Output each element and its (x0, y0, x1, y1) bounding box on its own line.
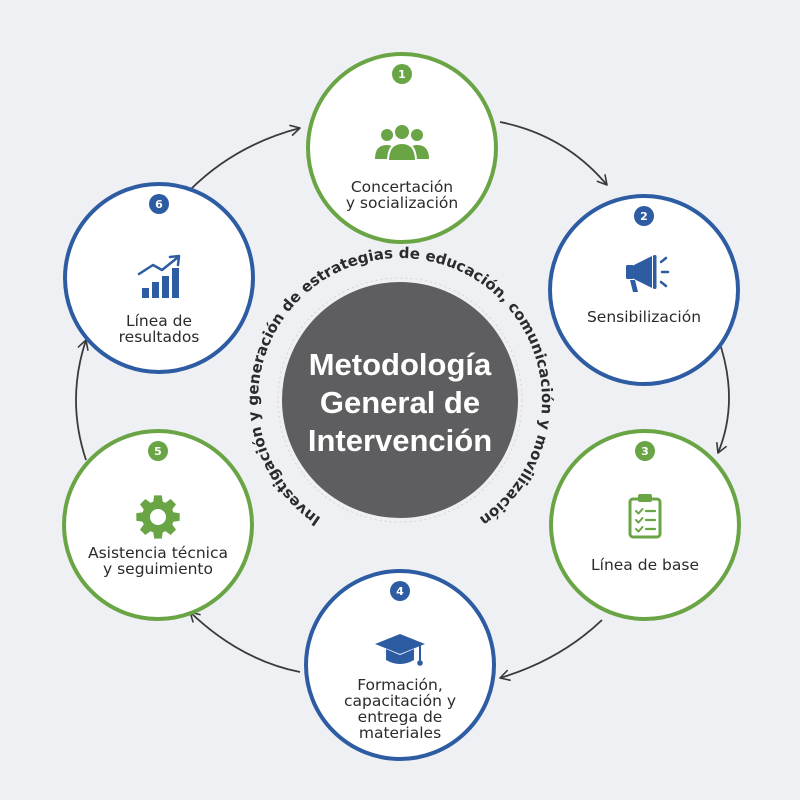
center-title-line-2: General de (320, 385, 480, 420)
growth-chart-icon (137, 254, 181, 298)
step-number-badge (634, 206, 654, 226)
step-label-line: Concertación (351, 178, 453, 196)
gear-icon (136, 495, 180, 539)
center-title-line-3: Intervención (308, 423, 492, 458)
step-label-line: Formación, (357, 676, 443, 694)
step-label-line: y seguimiento (103, 560, 213, 578)
step-number-badge (635, 441, 655, 461)
step-label-line: y socialización (346, 194, 458, 212)
arrow-2-to-3 (716, 337, 730, 454)
step-number-badge (392, 64, 412, 84)
arrow-6-to-1 (189, 124, 301, 191)
arrow-1-to-2 (499, 121, 608, 186)
step-number: 6 (155, 198, 163, 211)
people-group-icon (375, 123, 429, 162)
step-label-line: Asistencia técnica (88, 544, 228, 562)
step-circle (63, 182, 255, 374)
step-number-badge (390, 581, 410, 601)
arrow-5-to-6 (75, 339, 89, 461)
clipboard-checklist-icon (628, 494, 662, 539)
step-circle (548, 194, 740, 386)
step-number: 4 (396, 585, 404, 598)
arrow-4-to-5 (189, 611, 301, 673)
step-circle (549, 429, 741, 621)
center-hub: Metodología General de Intervención Inve… (244, 244, 556, 530)
step-label-line: capacitación y (344, 692, 456, 710)
graduation-cap-icon (375, 634, 425, 666)
step-label-line: entrega de (358, 708, 443, 726)
step-label-line: Línea de (126, 312, 192, 330)
step-label-line: resultados (119, 328, 200, 346)
step-number-badge (149, 194, 169, 214)
step-number: 3 (641, 445, 649, 458)
step-label-line: Línea de base (591, 556, 699, 574)
arrow-3-to-4 (499, 619, 603, 682)
step-circle (304, 569, 496, 761)
step-number: 2 (640, 210, 648, 223)
step-label-line: Sensibilización (587, 308, 701, 326)
step-number: 5 (154, 445, 162, 458)
step-label-line: materiales (359, 724, 441, 742)
center-circle (282, 282, 518, 518)
megaphone-icon (626, 255, 670, 292)
step-number-badge (148, 441, 168, 461)
center-dotted-ring (277, 277, 523, 523)
cycle-arrows (75, 121, 730, 682)
step-number: 1 (398, 68, 406, 81)
center-title-line-1: Metodología (309, 347, 492, 382)
